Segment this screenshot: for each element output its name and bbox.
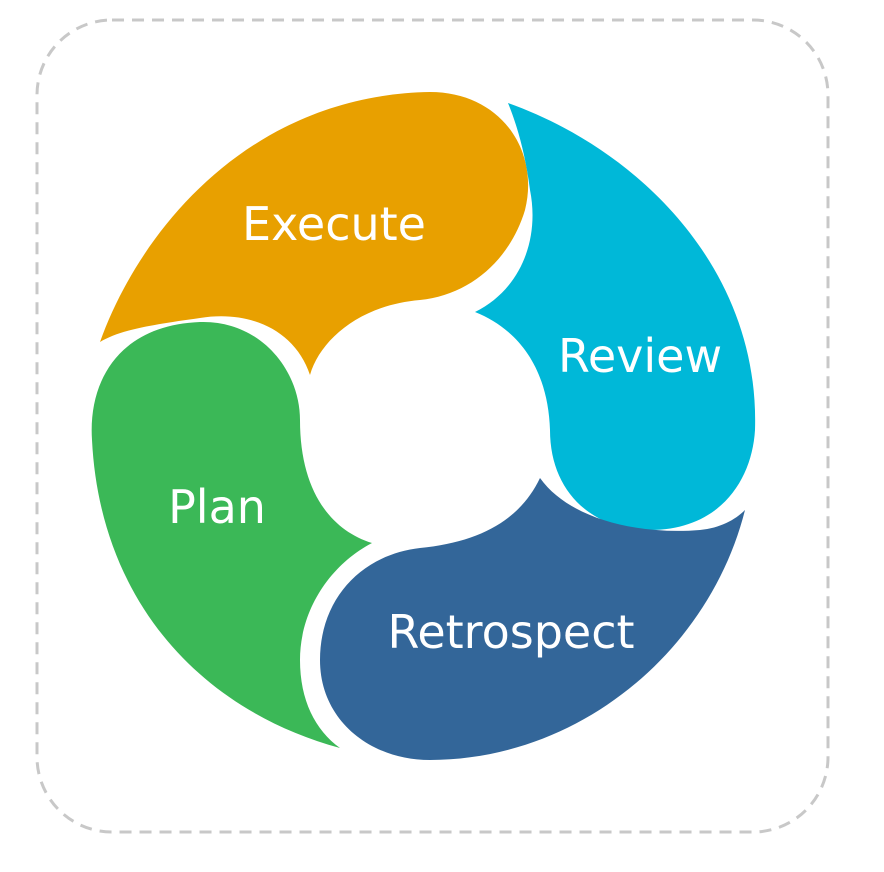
stage-plan bbox=[91, 321, 372, 748]
stage-review bbox=[475, 103, 756, 530]
stage-label-review: Review bbox=[558, 329, 722, 383]
stage-label-plan: Plan bbox=[168, 480, 266, 534]
stage-retrospect bbox=[320, 478, 745, 760]
stage-label-execute: Execute bbox=[242, 197, 426, 251]
stage-execute bbox=[100, 92, 529, 375]
stage-label-retrospect: Retrospect bbox=[387, 605, 634, 659]
dashed-frame bbox=[35, 18, 830, 834]
